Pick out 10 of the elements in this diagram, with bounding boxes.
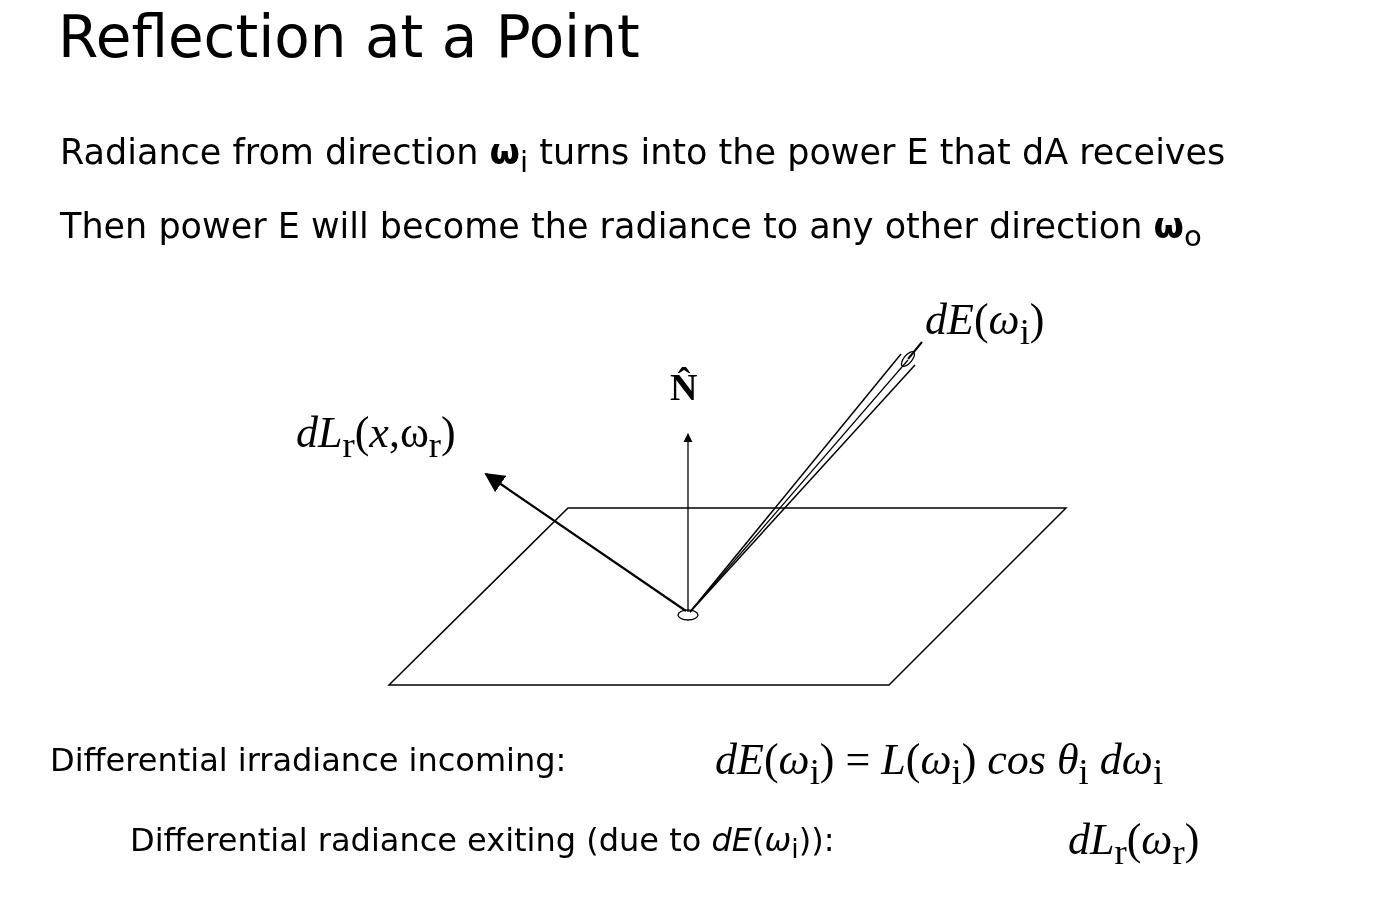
equation: dL$_{r}$(ω$_{r}$) [1068,815,1200,873]
formula-label: dE(ω$_{i}$) [925,295,1045,353]
body-text: Radiance from direction ω$_{i}$ turns into the power E that dA receives [60,132,1226,180]
equation: dE(ω$_{i}$) = L(ω$_{i}$) cos θ$_{i}$ dω$_{i}$ [715,735,1164,793]
formula-caption: Differential radiance exiting (due to dE(ω$_{i}$)): [130,822,835,866]
slide-title: Reflection at a Point [58,4,640,71]
normal-label: N̂ [670,366,698,410]
formula-caption: Differential irradiance incoming: [50,742,567,779]
formula-label: dL$_{r}$(x,ω$_{r}$) [296,408,456,466]
body-text: Then power E will become the radiance to any other direction ω$_{o}$ [60,206,1202,254]
